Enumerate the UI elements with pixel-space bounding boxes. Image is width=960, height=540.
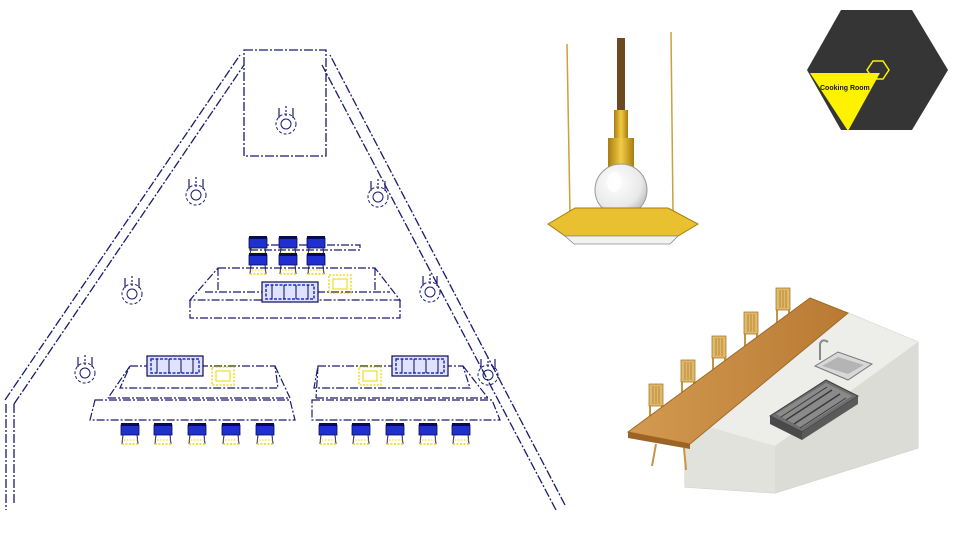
lamp-symbol: [367, 178, 389, 208]
badge-small-hexagon: [866, 60, 890, 80]
faucet: [819, 339, 829, 360]
chair-symbol: [153, 422, 173, 445]
chair-symbol: [278, 252, 298, 275]
floor-plan: [4, 49, 566, 511]
chair-symbol: [255, 422, 275, 445]
chair-symbol: [306, 252, 326, 275]
chair-symbol: [318, 422, 338, 445]
chair-symbol: [187, 422, 207, 445]
chair-symbol: [351, 422, 371, 445]
badge-label: Cooking Room: [820, 85, 870, 92]
sink-symbol: [328, 274, 352, 294]
grill-cooktop: [768, 379, 860, 440]
cooktop-symbol: [146, 355, 204, 377]
cooktop-symbol: [391, 355, 449, 377]
badge-yellow-triangle: [810, 73, 880, 131]
island-station-right: [311, 355, 501, 445]
chair-symbol: [221, 422, 241, 445]
chair-symbol: [248, 252, 268, 275]
lamp-symbol: [74, 354, 96, 384]
chair-symbol: [451, 422, 471, 445]
lamp-symbol: [185, 176, 207, 206]
kitchen-island-render: [626, 287, 919, 494]
cooking-room-badge: Cooking Room: [807, 10, 948, 131]
lamp-symbol: [275, 105, 297, 135]
lamp-symbol: [121, 275, 143, 305]
sink-symbol: [211, 366, 235, 386]
chair-symbol: [120, 422, 140, 445]
island-station-top: [188, 235, 402, 319]
lamp-symbol: [419, 273, 441, 303]
badge-hexagon: [807, 10, 948, 130]
pendant-lamp-render: [547, 31, 700, 245]
cooktop-symbol: [261, 281, 319, 303]
chair-symbol: [385, 422, 405, 445]
sink-symbol: [358, 366, 382, 386]
island-station-left: [89, 355, 296, 445]
chair-symbol: [418, 422, 438, 445]
